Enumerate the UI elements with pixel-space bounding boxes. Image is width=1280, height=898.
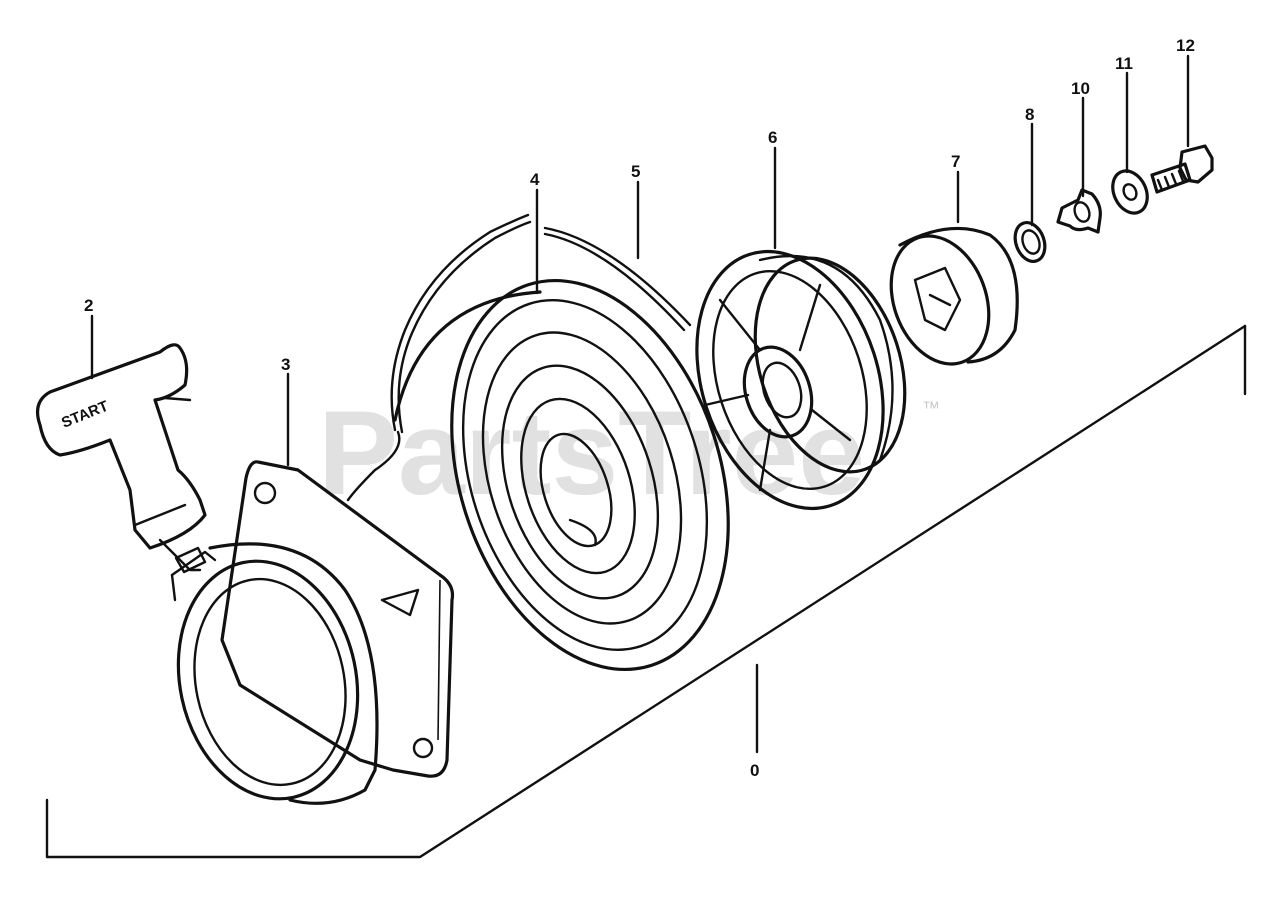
starter-rope: [346, 213, 692, 502]
callout-3: 3: [281, 355, 290, 374]
callout-10: 10: [1071, 79, 1090, 98]
ratchet-cam: [889, 226, 1019, 366]
callouts: 2 3 4 5 6 7 8 10 11 12 0: [84, 36, 1195, 780]
callout-2: 2: [84, 296, 93, 315]
callout-0: 0: [750, 761, 759, 780]
tab-washer: [1056, 188, 1102, 234]
callout-6: 6: [768, 128, 777, 147]
starter-housing: [170, 460, 455, 805]
watermark-tm: ™: [922, 398, 940, 418]
recoil-spring: [393, 278, 730, 672]
starter-handle: START: [36, 343, 207, 572]
callout-12: 12: [1176, 36, 1195, 55]
callout-7: 7: [951, 152, 960, 171]
callout-5: 5: [631, 162, 640, 181]
watermark: PartsTree ™: [318, 386, 940, 520]
flat-washer: [1111, 169, 1149, 215]
assembly-bracket: [45, 324, 1247, 859]
handle-start-text: START: [59, 398, 111, 432]
ring-washer: [1013, 221, 1047, 263]
leader-lines: [90, 54, 1190, 754]
callout-11: 11: [1115, 54, 1133, 73]
callout-8: 8: [1025, 105, 1034, 124]
callout-4: 4: [530, 170, 540, 189]
bolt: [1150, 144, 1214, 194]
rope-pulley: [695, 249, 907, 511]
